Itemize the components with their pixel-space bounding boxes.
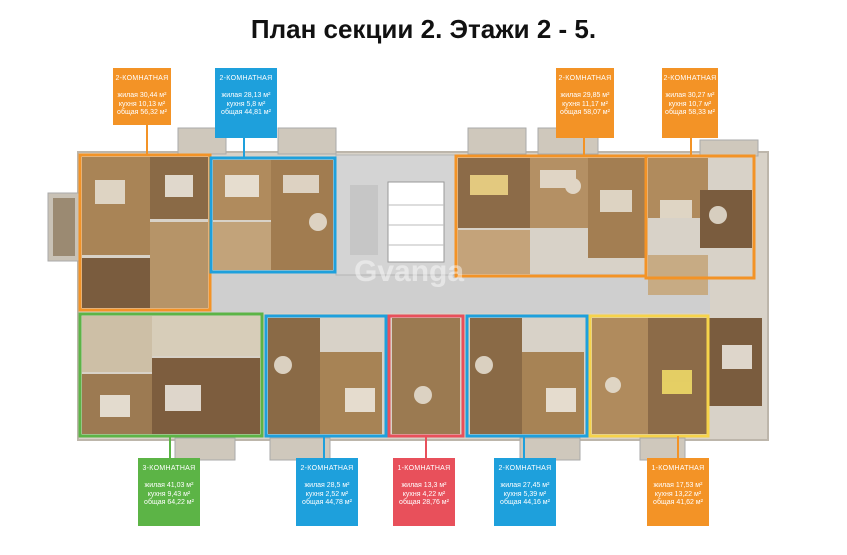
- apartment-kitchen-area: кухня 9,43 м²: [147, 490, 191, 498]
- apartment-total-area: общая 28,76 м²: [399, 499, 449, 507]
- apartment-outlines: [78, 153, 756, 438]
- apartment-living-area: жилая 27,45 м²: [500, 482, 550, 490]
- label-connector: [690, 138, 692, 156]
- apartment-outline-9: [588, 314, 710, 438]
- furniture: [95, 170, 752, 417]
- apartment-outline-8: [465, 314, 589, 438]
- apartment-total-area: общая 44,81 м²: [221, 109, 271, 117]
- apartment-living-area: жилая 41,03 м²: [144, 482, 194, 490]
- apartment-living-area: жилая 28,13 м²: [221, 92, 271, 100]
- apartment-living-area: жилая 29,85 м²: [560, 92, 610, 100]
- apartment-outline-5: [78, 312, 264, 438]
- corridor: [210, 273, 710, 313]
- apartment-type: 1-КОМНАТНАЯ: [397, 465, 451, 472]
- bottom-balcony-2: [269, 437, 331, 461]
- watermark: Gvanga: [354, 255, 465, 288]
- apartment-outline-4: [644, 154, 756, 280]
- apartment-total-area: общая 58,07 м²: [560, 109, 610, 117]
- apartment-type: 2-КОМНАТНАЯ: [498, 465, 552, 472]
- apartment-living-area: жилая 13,3 м²: [401, 482, 447, 490]
- label-connector: [425, 436, 427, 458]
- page-title: План секции 2. Этажи 2 - 5.: [250, 14, 597, 44]
- top-balcony-2: [277, 127, 337, 155]
- apartment-type: 2-КОМНАТНАЯ: [115, 75, 169, 82]
- label-connector: [243, 138, 245, 158]
- apartment-kitchen-area: кухня 13,22 м²: [654, 490, 702, 498]
- apartment-kitchen-area: кухня 10,7 м²: [668, 100, 712, 108]
- apartment-total-area: общая 41,62 м²: [653, 499, 703, 507]
- apartment-type: 2-КОМНАТНАЯ: [663, 75, 717, 82]
- bottom-balcony-1: [174, 437, 236, 461]
- apartment-kitchen-area: кухня 4,22 м²: [402, 490, 446, 498]
- apartment-total-area: общая 44,16 м²: [500, 499, 550, 507]
- apartment-living-area: жилая 28,5 м²: [304, 482, 350, 490]
- apartment-kitchen-area: кухня 5,39 м²: [503, 490, 547, 498]
- apartment-type: 1-КОМНАТНАЯ: [651, 465, 705, 472]
- bottom-balcony-3: [519, 437, 581, 461]
- apartment-living-area: жилая 17,53 м²: [653, 482, 703, 490]
- label-connector: [323, 436, 325, 458]
- rooms: [82, 157, 762, 434]
- label-connector: [677, 436, 679, 458]
- apartment-kitchen-area: кухня 2,52 м²: [305, 490, 349, 498]
- apartment-total-area: общая 64,22 м²: [144, 499, 194, 507]
- apartment-total-area: общая 44,78 м²: [302, 499, 352, 507]
- label-connector: [146, 125, 148, 155]
- apartment-outline-2: [209, 156, 337, 274]
- label-connector: [583, 138, 585, 156]
- label-connector: [169, 436, 171, 458]
- apartment-kitchen-area: кухня 5,8 м²: [226, 100, 266, 108]
- apartment-total-area: общая 56,32 м²: [117, 109, 167, 117]
- top-balcony-5: [699, 139, 759, 157]
- apartment-living-area: жилая 30,44 м²: [117, 92, 167, 100]
- label-connector: [523, 436, 525, 458]
- apartment-kitchen-area: кухня 10,13 м²: [118, 100, 166, 108]
- apartment-outline-6: [264, 314, 388, 438]
- apartment-type: 2-КОМНАТНАЯ: [558, 75, 612, 82]
- apartment-kitchen-area: кухня 11,17 м²: [562, 100, 608, 108]
- apartment-type: 3-КОМНАТНАЯ: [142, 465, 196, 472]
- apartment-type: 2-КОМНАТНАЯ: [219, 75, 273, 82]
- apartment-type: 2-КОМНАТНАЯ: [300, 465, 354, 472]
- top-balcony-3: [467, 127, 527, 155]
- apartment-total-area: общая 58,33 м²: [665, 109, 715, 117]
- apartment-living-area: жилая 30,27 м²: [665, 92, 715, 100]
